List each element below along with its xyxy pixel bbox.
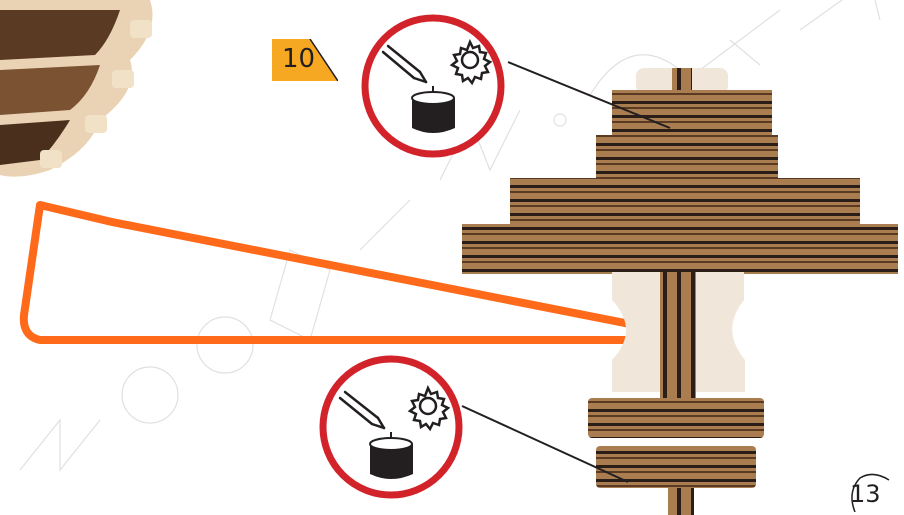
gear-stack bbox=[462, 90, 898, 274]
callout-bottom bbox=[323, 359, 459, 495]
candle-wax-icon bbox=[370, 432, 413, 479]
step-number: 10 bbox=[282, 44, 315, 74]
axle-spool bbox=[612, 272, 745, 398]
page-number-text: 13 bbox=[850, 480, 881, 508]
step-badge: 10 bbox=[272, 39, 338, 81]
candle-wax-icon bbox=[412, 86, 455, 133]
callout-top bbox=[365, 18, 501, 154]
page-number: 13 bbox=[845, 472, 895, 512]
gear-parts-corner bbox=[0, 0, 153, 177]
bottom-gear-stack bbox=[588, 398, 764, 515]
